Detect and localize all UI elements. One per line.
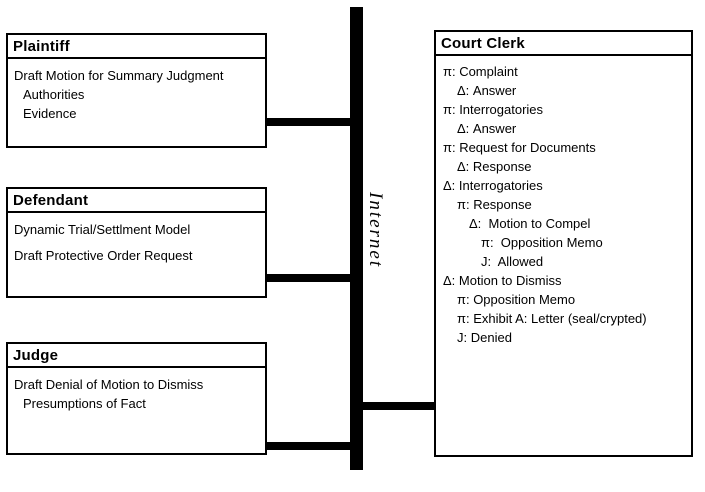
court-clerk-box: Court Clerk π: Complaint Δ: Answer π: In…	[434, 30, 693, 457]
docket-entry: Δ: Interrogatories	[443, 178, 543, 193]
document-line: Presumptions of Fact	[23, 396, 146, 411]
judge-title: Judge	[8, 344, 265, 368]
internet-backbone-bar	[350, 7, 363, 470]
plaintiff-body: Draft Motion for Summary Judgment Author…	[8, 59, 265, 123]
document-line: Evidence	[23, 106, 77, 121]
document-line: Authorities	[23, 87, 85, 102]
docket-entry: J: Allowed	[481, 254, 544, 269]
defendant-title: Defendant	[8, 189, 265, 213]
connector-internet-court-clerk	[361, 402, 436, 410]
plaintiff-box: Plaintiff Draft Motion for Summary Judgm…	[6, 33, 267, 148]
connector-plaintiff-internet	[265, 118, 352, 126]
document-line: Draft Denial of Motion to Dismiss	[14, 377, 204, 392]
court-clerk-title: Court Clerk	[436, 32, 691, 56]
docket-entry: π: Response	[457, 197, 532, 212]
defendant-box: Defendant Dynamic Trial/Settlment Model …	[6, 187, 267, 298]
court-clerk-docket: π: Complaint Δ: Answer π: Interrogatorie…	[436, 56, 691, 347]
document-line: Dynamic Trial/Settlment Model	[14, 222, 191, 237]
internet-label: Internet	[365, 192, 386, 269]
connector-defendant-internet	[265, 274, 352, 282]
document-line: Draft Protective Order Request	[14, 248, 193, 263]
docket-entry: π: Request for Documents	[443, 140, 596, 155]
docket-entry: π: Opposition Memo	[457, 292, 576, 307]
connector-judge-internet	[265, 442, 352, 450]
docket-entry: J: Denied	[457, 330, 512, 345]
docket-entry: π: Complaint	[443, 64, 518, 79]
docket-entry: Δ: Answer	[457, 83, 517, 98]
docket-entry: π: Opposition Memo	[481, 235, 603, 250]
plaintiff-title: Plaintiff	[8, 35, 265, 59]
docket-entry: Δ: Answer	[457, 121, 517, 136]
docket-entry: π: Interrogatories	[443, 102, 544, 117]
docket-entry: Δ: Motion to Dismiss	[443, 273, 562, 288]
docket-entry: Δ: Motion to Compel	[469, 216, 591, 231]
defendant-body: Dynamic Trial/Settlment Model Draft Prot…	[8, 213, 265, 265]
document-line: Draft Motion for Summary Judgment	[14, 68, 224, 83]
docket-entry: Δ: Response	[457, 159, 532, 174]
judge-body: Draft Denial of Motion to Dismiss Presum…	[8, 368, 265, 413]
judge-box: Judge Draft Denial of Motion to Dismiss …	[6, 342, 267, 455]
docket-entry: π: Exhibit A: Letter (seal/crypted)	[457, 311, 647, 326]
